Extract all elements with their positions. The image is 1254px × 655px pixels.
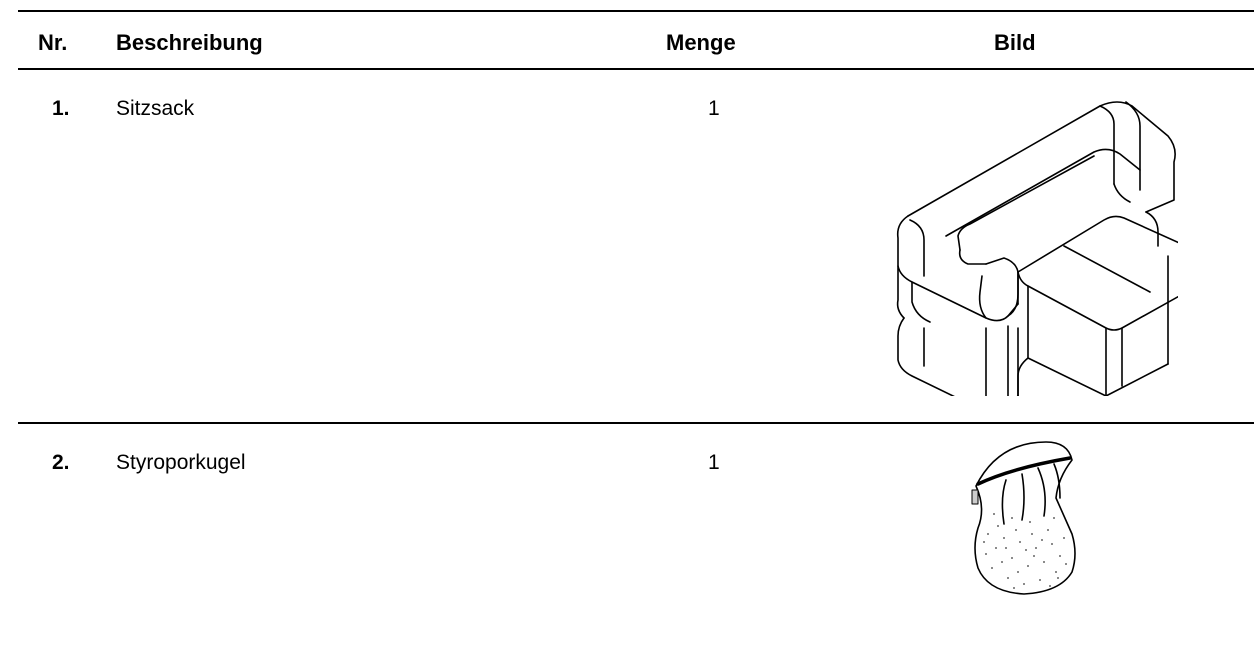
header-nr: Nr. [38, 30, 68, 55]
row-2-description: Styroporkugel [116, 451, 246, 474]
parts-table: Nr. Beschreibung Menge Bild 1. Sitzsack … [18, 10, 1254, 655]
row-2-nr: 2. [52, 451, 70, 474]
bean-filling-bag-icon [971, 441, 1076, 595]
table-top-rule [18, 10, 1254, 12]
header-quantity: Menge [666, 30, 736, 55]
header-image: Bild [994, 30, 1036, 55]
modular-sofa-icon [896, 101, 1178, 396]
row-2-quantity: 1 [708, 451, 720, 474]
header-description: Beschreibung [116, 30, 263, 55]
header-bottom-rule [18, 68, 1254, 70]
row-1-quantity: 1 [708, 97, 720, 120]
row-1-description: Sitzsack [116, 97, 195, 120]
row-1-nr: 1. [52, 97, 70, 120]
row-separator [18, 422, 1254, 424]
